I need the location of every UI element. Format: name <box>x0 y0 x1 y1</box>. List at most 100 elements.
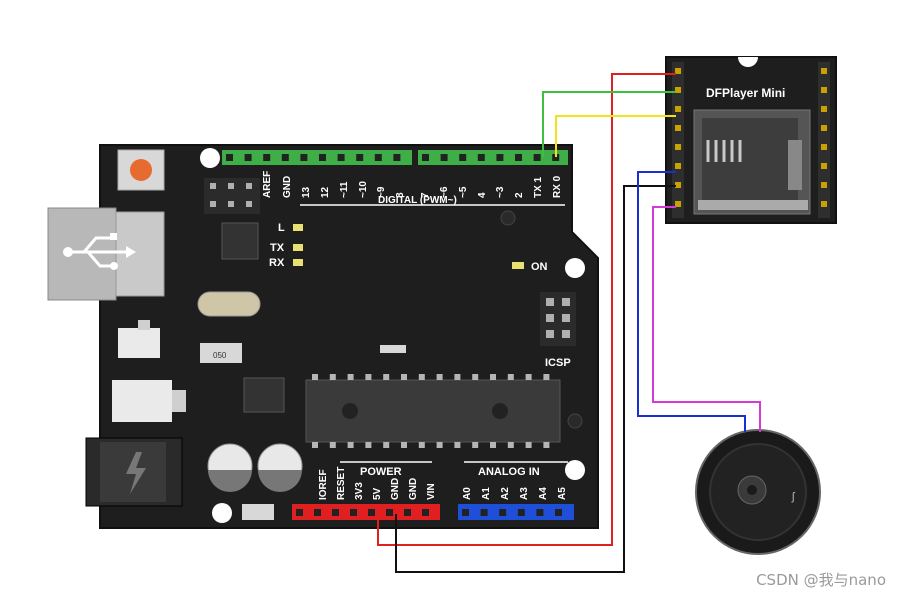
power-pin-label: GND <box>390 478 401 500</box>
header-pin <box>517 509 525 516</box>
speaker-mark-icon: ʃ <box>791 491 796 503</box>
header-pin <box>422 154 429 161</box>
power-label: POWER <box>360 466 402 478</box>
module-pin <box>675 87 681 93</box>
header-pin <box>499 509 507 516</box>
module-pin <box>675 106 681 112</box>
module-pin <box>675 182 681 188</box>
usb-connector <box>47 207 165 301</box>
header-pin <box>300 154 308 161</box>
analog-pin-label: A4 <box>538 487 549 500</box>
header-pin <box>296 509 303 516</box>
header-pin <box>337 154 345 161</box>
header-pin <box>350 509 357 516</box>
led-label-l: L <box>278 222 285 234</box>
module-pin <box>821 125 827 131</box>
led-label-tx: TX <box>270 242 285 254</box>
dfplayer-mini-module: DFPlayer Mini <box>665 56 837 224</box>
digital-pin-label: RX 0 <box>552 175 563 198</box>
digital-pin-label: ~9 <box>376 186 387 198</box>
reset-button[interactable] <box>117 149 165 191</box>
analog-pin-label: A5 <box>557 487 568 500</box>
module-pin <box>675 144 681 150</box>
analog-pin-label: A2 <box>500 487 511 500</box>
icsp-label: ICSP <box>545 357 571 369</box>
header-pin <box>386 509 393 516</box>
module-pin <box>821 163 827 169</box>
module-pin <box>821 201 827 207</box>
atmega-chip <box>305 374 561 448</box>
header-pin <box>515 154 522 161</box>
digital-header <box>222 150 568 165</box>
module-pin <box>821 68 827 74</box>
digital-pin-label: ~5 <box>458 186 469 198</box>
analog-in-label: ANALOG IN <box>478 466 540 478</box>
status-leds: L TX RX ON <box>269 222 548 273</box>
wire-green-tx <box>542 91 676 157</box>
arduino-board: 050 ICSP <box>47 144 599 529</box>
wire-black-gnd <box>395 185 676 573</box>
header-pin <box>332 509 339 516</box>
power-pin-label: 3V3 <box>354 482 365 500</box>
power-pin-label: IOREF <box>318 469 329 500</box>
speaker: ʃ <box>695 429 821 555</box>
digital-pin-label: 8 <box>395 192 406 198</box>
led-label-rx: RX <box>269 257 285 269</box>
header-pin <box>496 154 504 161</box>
header-pin <box>393 154 401 161</box>
digital-pin-label: 12 <box>320 186 331 198</box>
digital-pin-label: TX 1 <box>533 176 544 198</box>
power-pin-label: VIN <box>426 483 437 500</box>
analog-header <box>458 504 574 520</box>
header-pin <box>244 154 252 161</box>
digital-pin-label: ~6 <box>439 186 450 198</box>
wires <box>377 73 761 573</box>
power-pin-label: RESET <box>336 467 347 500</box>
header-pin <box>368 509 375 516</box>
analog-pin-label: A0 <box>462 487 473 500</box>
digital-pin-label: 2 <box>514 192 525 198</box>
power-header <box>292 504 440 520</box>
power-pin-label: 5V <box>372 487 383 500</box>
header-pin <box>226 154 233 161</box>
header-pin <box>422 509 429 516</box>
header-pin <box>374 154 382 161</box>
digital-pwm-label: DIGITAL (PWM~) <box>378 195 457 206</box>
header-pin <box>319 154 326 161</box>
header-pin <box>263 154 271 161</box>
digital-pin-label: GND <box>282 176 293 198</box>
wire-blue-spk1 <box>637 171 746 432</box>
header-pin <box>404 509 411 516</box>
on-label: ON <box>531 261 548 273</box>
wire-yellow-rx <box>555 115 676 157</box>
module-pin <box>675 125 681 131</box>
module-pin <box>675 68 681 74</box>
usb-icon <box>68 236 126 268</box>
analog-pin-label: A1 <box>481 487 492 500</box>
digital-pin-label: ~3 <box>495 186 506 198</box>
digital-pin-label: 4 <box>477 192 488 198</box>
lightning-icon <box>126 452 146 494</box>
header-pin <box>533 154 541 161</box>
digital-pin-label: 7 <box>420 192 431 198</box>
module-pin <box>821 106 827 112</box>
module-pin <box>821 144 827 150</box>
header-pin <box>477 154 485 161</box>
power-pin-label: GND <box>408 478 419 500</box>
wire-red-5v <box>377 73 676 546</box>
header-pin <box>459 154 467 161</box>
icsp-header: ICSP <box>540 292 576 369</box>
digital-pin-label: ~10 <box>358 181 369 198</box>
header-pin <box>536 509 544 516</box>
sd-card-slot <box>693 109 811 215</box>
analog-pin-label: A3 <box>519 487 530 500</box>
digital-pin-label: ~11 <box>339 181 350 198</box>
header-pin <box>555 509 562 516</box>
dfplayer-title: DFPlayer Mini <box>706 86 785 100</box>
header-pin <box>356 154 364 161</box>
module-pin <box>821 87 827 93</box>
module-pin <box>675 163 681 169</box>
header-pin <box>314 509 321 516</box>
module-pin <box>675 201 681 207</box>
